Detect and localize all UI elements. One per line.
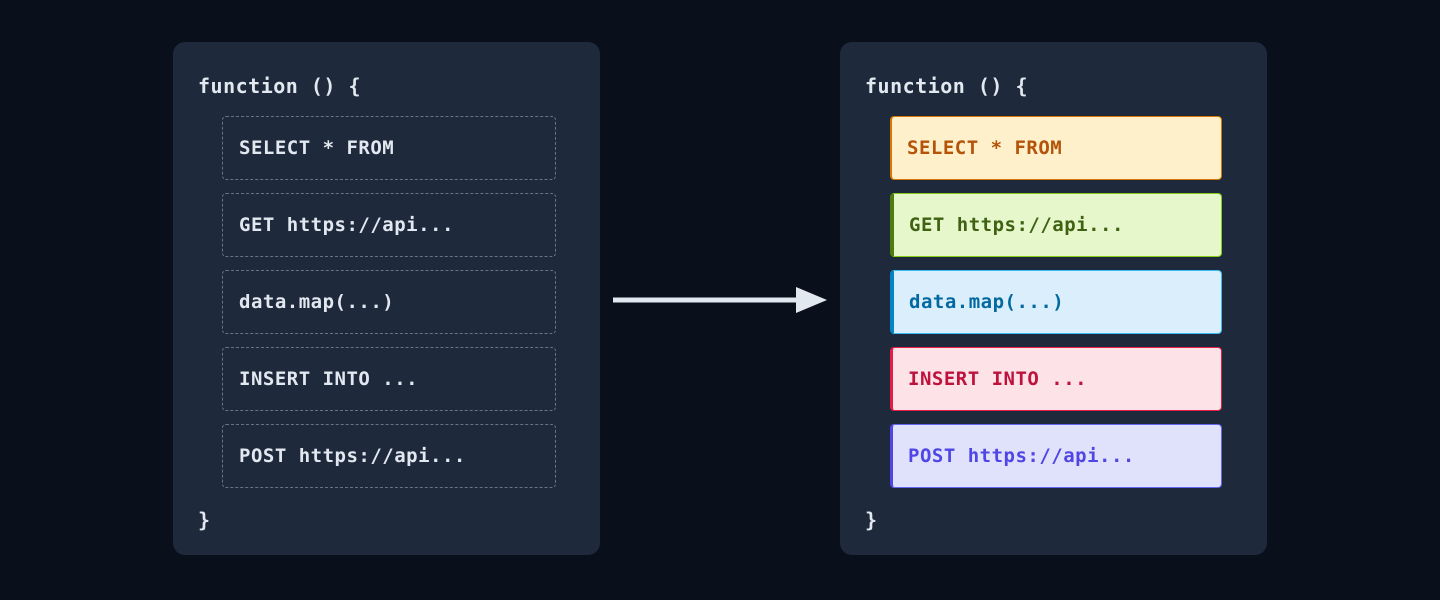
before-function-open: function () { (198, 74, 362, 98)
before-function-close: } (198, 508, 211, 532)
after-statement-list: SELECT * FROM GET https://api... data.map(… (890, 116, 1222, 488)
after-statement-chip-sql-insert[interactable]: INSERT INTO ... (890, 347, 1222, 411)
transform-arrow (610, 282, 830, 318)
before-statement-chip[interactable]: INSERT INTO ... (222, 347, 556, 411)
before-code-panel: function () { SELECT * FROM GET https://a… (173, 42, 600, 555)
before-statement-chip[interactable]: POST https://api... (222, 424, 556, 488)
before-statement-chip[interactable]: SELECT * FROM (222, 116, 556, 180)
before-statement-chip[interactable]: GET https://api... (222, 193, 556, 257)
before-statement-list: SELECT * FROM GET https://api... data.map(… (222, 116, 556, 488)
arrow-right-icon (613, 287, 827, 313)
after-statement-chip-js-transform[interactable]: data.map(...) (890, 270, 1222, 334)
after-function-open: function () { (865, 74, 1029, 98)
after-function-close: } (865, 508, 878, 532)
after-statement-chip-sql-select[interactable]: SELECT * FROM (890, 116, 1222, 180)
after-code-panel: function () { SELECT * FROM GET https://a… (840, 42, 1267, 555)
before-statement-chip[interactable]: data.map(...) (222, 270, 556, 334)
after-statement-chip-http-post[interactable]: POST https://api... (890, 424, 1222, 488)
after-statement-chip-http-get[interactable]: GET https://api... (890, 193, 1222, 257)
